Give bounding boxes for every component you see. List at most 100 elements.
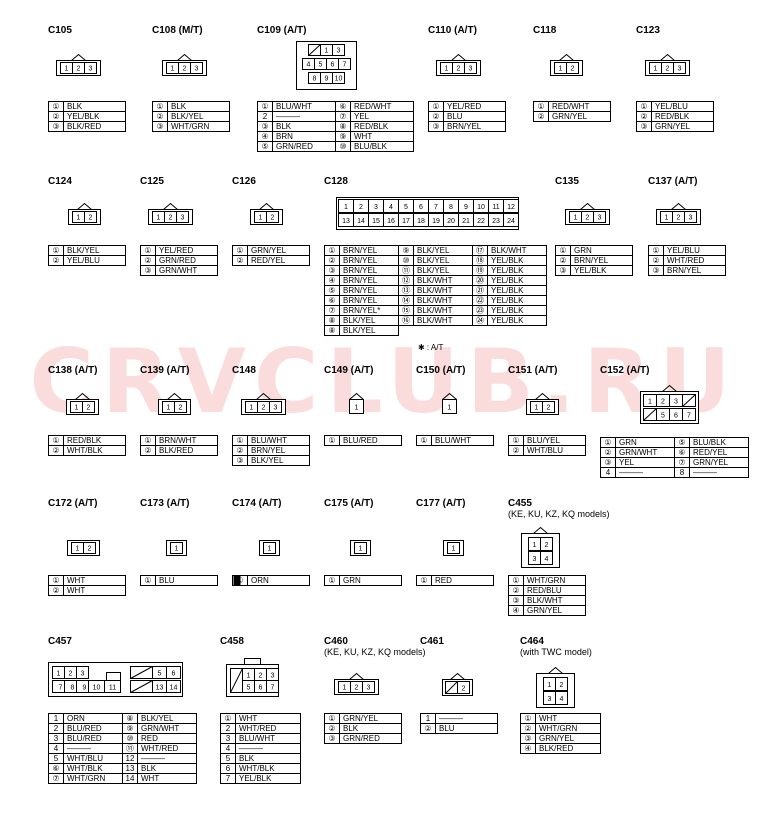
wire-color: ORN: [63, 713, 123, 724]
pin-number: 2: [88, 546, 92, 553]
pin-number: 5: [319, 62, 323, 69]
pin-cell: [82, 401, 95, 413]
wire-color: WHT/BLK: [63, 763, 123, 774]
pin-cell: [84, 211, 97, 223]
pin-number: ⑥: [48, 763, 64, 774]
pin-number: 3: [195, 66, 199, 73]
pin-number: ③: [428, 121, 444, 132]
connector-title: C175 (A/T): [324, 498, 374, 509]
pin-number: ⑯: [398, 315, 414, 326]
wire-color: RED: [431, 575, 494, 586]
pin-number: 3: [689, 215, 693, 222]
pin-cell: [76, 666, 89, 679]
pin-number: 5: [661, 413, 665, 420]
wire-color: BLK/YEL: [247, 455, 310, 466]
pin-cell: [174, 401, 187, 413]
pin-number: ⑫: [398, 275, 414, 286]
pin-number: 2: [257, 111, 273, 122]
connector-outline: [230, 668, 243, 693]
pin-number: ⑳: [472, 275, 488, 286]
pin-number: 1: [452, 546, 456, 553]
pin-number: 5: [48, 753, 64, 764]
pin-number: ①: [152, 101, 168, 112]
pin-number: ①: [508, 435, 524, 446]
pin-number: 17: [402, 218, 410, 225]
wire-color: YEL/BLU: [651, 101, 714, 112]
wire-color: BRN/YEL: [339, 265, 399, 276]
connector-title: C105: [48, 25, 72, 36]
pin-number: ⑩: [398, 255, 414, 266]
connector-title: C457: [48, 636, 72, 647]
pin-number: ③: [48, 121, 64, 132]
pin-number: 3: [598, 215, 602, 222]
connector-title: C149 (A/T): [324, 365, 374, 376]
pin-number: ⑲: [472, 265, 488, 276]
pin-number: 9: [83, 685, 87, 692]
pin-number: ㉔: [472, 315, 488, 326]
wire-color: RED/YEL: [689, 447, 749, 458]
connector-face: 1: [442, 392, 458, 415]
latch-tab: [77, 202, 92, 210]
wire-color: GRN/RED: [155, 255, 218, 266]
wire-color: YEL/BLK: [487, 255, 547, 266]
pin-cell: [457, 681, 470, 694]
latch-tab: [548, 666, 563, 674]
wire-color: BLU/WHT: [235, 733, 301, 744]
table-row: 4———: [220, 743, 301, 754]
pin-number: 20: [447, 218, 455, 225]
pin-number: 4: [307, 62, 311, 69]
pin-number: ③: [520, 733, 536, 744]
wire-color: GRN/YEL: [247, 245, 310, 256]
pin-number: ⑦: [674, 457, 690, 468]
pin-number: 2: [571, 66, 575, 73]
wire-color: YEL/BLU: [663, 245, 726, 256]
pin-number: 5: [247, 685, 251, 692]
pin-cell: [566, 62, 579, 74]
pin-number: 1: [420, 713, 436, 724]
wire-color: BLU/RED: [63, 733, 123, 744]
pin-number: 2: [462, 686, 466, 693]
pin-number: 2: [48, 723, 64, 734]
pin-number: 4: [48, 743, 64, 754]
pin-number: ①: [636, 101, 652, 112]
pin-number: 1: [157, 215, 161, 222]
wire-color: BLU/BLK: [689, 437, 749, 448]
latch-tab: [177, 53, 192, 61]
pin-number: ③: [152, 121, 168, 132]
pin-number: ⑧: [335, 121, 351, 132]
wire-color: GRN/WHT: [615, 447, 675, 458]
wire-color: WHT/GRN: [523, 575, 586, 586]
pin-number: 1: [559, 66, 563, 73]
pin-number: 1: [65, 66, 69, 73]
pin-number: ⑨: [398, 245, 414, 256]
